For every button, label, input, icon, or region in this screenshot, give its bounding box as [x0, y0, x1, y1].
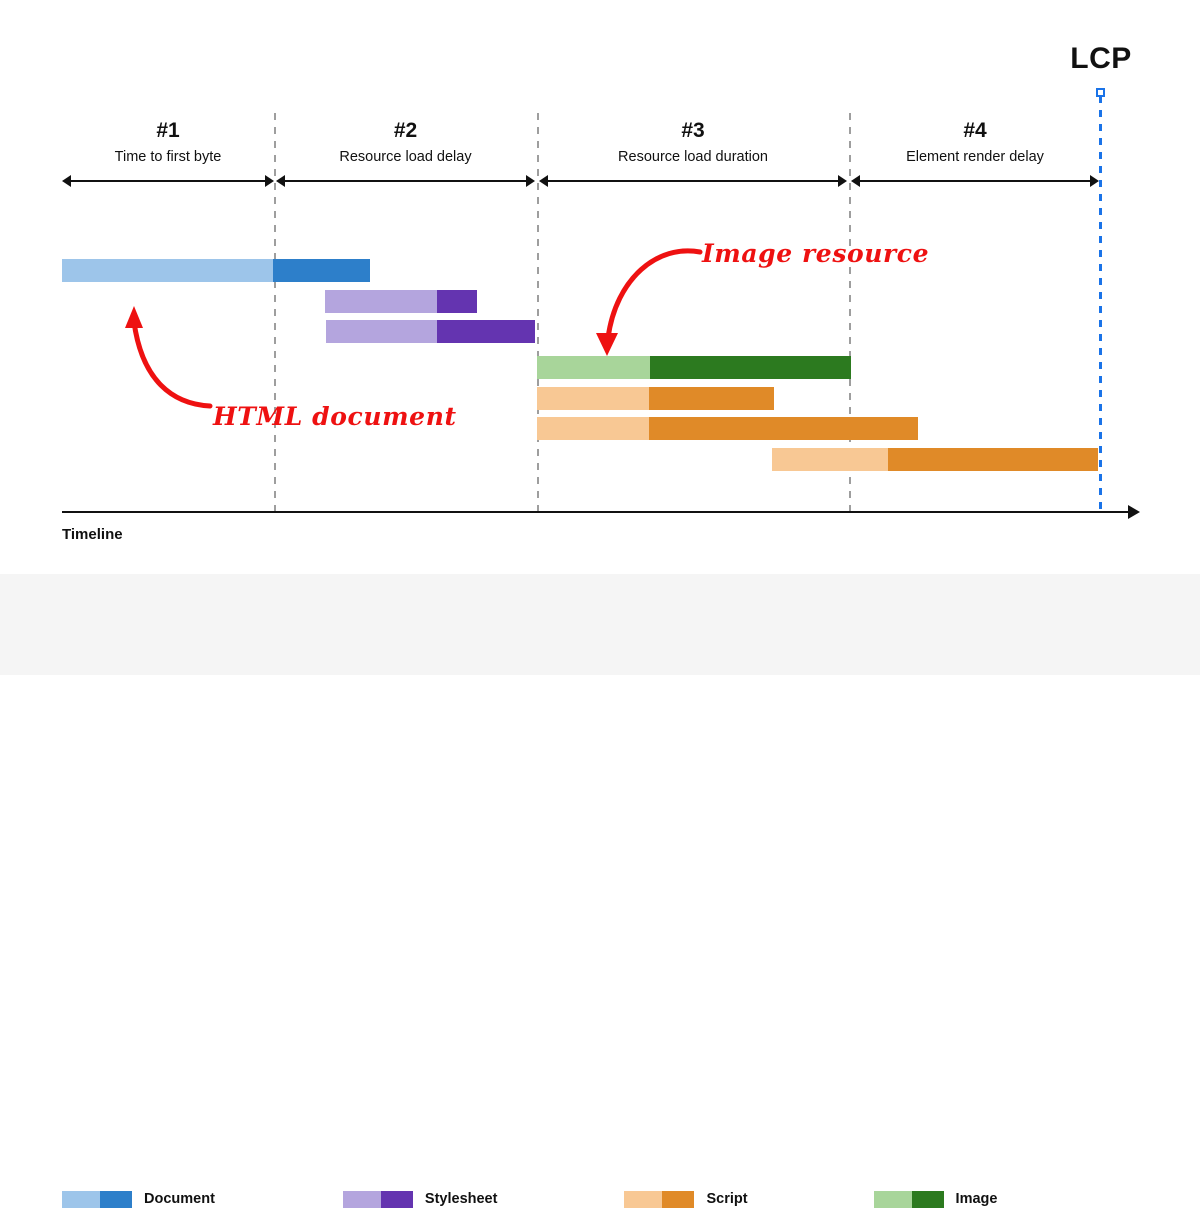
resource-bar-script-7	[772, 448, 1098, 471]
annotation-label-1: HTML document	[213, 402, 457, 431]
resource-bar-script-6	[537, 417, 918, 440]
timeline-axis-line	[62, 511, 1130, 513]
bar-segment-dark	[273, 259, 370, 282]
legend-swatch-icon	[62, 1190, 132, 1208]
bar-segment-dark	[437, 320, 535, 343]
legend-item-stylesheet[interactable]: Stylesheet	[342, 1190, 498, 1208]
bar-segment-dark	[649, 417, 918, 440]
legend-label: Stylesheet	[424, 1191, 498, 1207]
resource-bar-stylesheet-2	[325, 290, 477, 313]
bar-segment-dark	[437, 290, 477, 313]
image-resource-callout-arrow	[596, 248, 703, 356]
lcp-vertical-line	[1099, 96, 1102, 516]
bar-segment-light	[62, 259, 273, 282]
legend-item-image[interactable]: Image	[873, 1190, 998, 1208]
html-document-callout-arrow	[125, 306, 213, 409]
bar-segment-light	[537, 356, 650, 379]
annotation-label-2: Image resource	[702, 239, 930, 268]
bar-segment-light	[772, 448, 888, 471]
phase-span-arrow-2	[276, 174, 535, 188]
bar-segment-light	[325, 290, 437, 313]
phase-name: Time to first byte	[114, 149, 222, 165]
legend-swatch-icon	[873, 1190, 944, 1208]
phase-name: Resource load delay	[339, 149, 472, 165]
legend-row: Document Stylesheet Script Image	[62, 1188, 997, 1210]
phase-name: Resource load duration	[618, 149, 768, 165]
legend-swatch-icon	[342, 1190, 413, 1208]
legend-label: Script	[706, 1191, 748, 1207]
resource-bar-script-5	[537, 387, 774, 410]
phase-span-arrow-3	[539, 174, 847, 188]
phase-name: Element render delay	[906, 149, 1044, 165]
bar-segment-light	[537, 387, 649, 410]
lcp-label: LCP	[1070, 42, 1132, 75]
timeline-axis-label: Timeline	[62, 526, 123, 543]
phase-number: #1	[156, 119, 180, 142]
legend-swatch-icon	[624, 1190, 695, 1208]
resource-bar-stylesheet-3	[326, 320, 535, 343]
bar-segment-dark	[649, 387, 774, 410]
legend-item-document[interactable]: Document	[62, 1190, 215, 1208]
resource-bar-document-1	[62, 259, 370, 282]
resource-bar-image-4	[537, 356, 851, 379]
gridline-3	[849, 113, 851, 515]
phase-number: #2	[393, 119, 418, 142]
phase-number: #3	[681, 119, 705, 142]
legend-area: Document Stylesheet Script Image	[0, 574, 1200, 1208]
timeline-axis-arrowhead-icon	[1128, 505, 1140, 519]
phase-span-arrow-4	[851, 174, 1099, 188]
gridline-2	[537, 113, 539, 515]
legend-label: Image	[955, 1191, 998, 1207]
bar-segment-dark	[888, 448, 1098, 471]
bar-segment-dark	[650, 356, 851, 379]
legend-item-script[interactable]: Script	[624, 1190, 748, 1208]
bar-segment-light	[326, 320, 437, 343]
bar-segment-light	[537, 417, 649, 440]
gridline-1	[274, 113, 276, 515]
phase-number: #4	[963, 119, 987, 142]
legend-label: Document	[144, 1191, 215, 1207]
phase-span-arrow-1	[62, 174, 274, 188]
